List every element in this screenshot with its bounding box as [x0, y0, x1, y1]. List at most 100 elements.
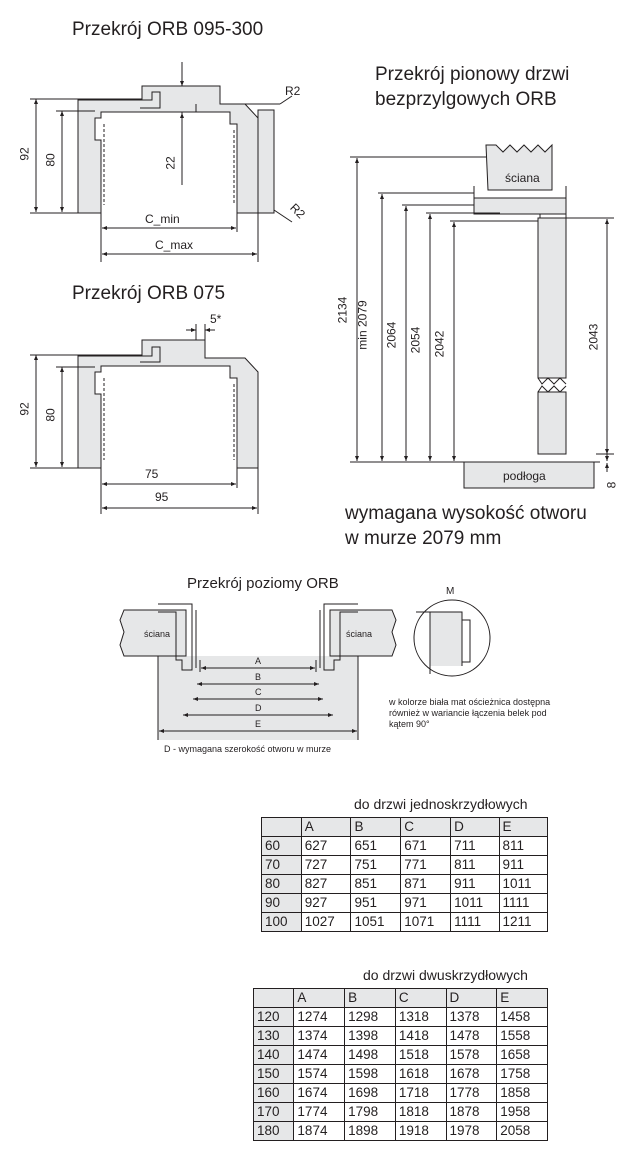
- table-cell: 1374: [293, 1026, 346, 1046]
- table-cell: 2058: [496, 1121, 548, 1141]
- orb075-dim-5: 5*: [210, 312, 222, 326]
- vertical-dim-2064: 2064: [384, 321, 399, 349]
- header-cell: B: [344, 988, 396, 1008]
- orb095-dim-22: 22: [163, 156, 178, 170]
- table-cell: 1678: [445, 1064, 498, 1084]
- table-cell: 911: [498, 855, 549, 875]
- double-table-caption: do drzwi dwuskrzydłowych: [363, 967, 528, 983]
- table-cell: 1874: [293, 1121, 346, 1141]
- table-cell: 1478: [445, 1026, 498, 1046]
- table-cell: 671: [400, 836, 452, 856]
- single-table-caption: do drzwi jednoskrzydłowych: [354, 796, 528, 812]
- table-cell: 927: [300, 893, 352, 913]
- row-label-cell: 90: [261, 893, 302, 913]
- table-cell: 1274: [293, 1007, 346, 1027]
- table-cell: 1658: [496, 1045, 548, 1065]
- vertical-dim-2054: 2054: [408, 326, 423, 354]
- row-label-cell: 180: [252, 1121, 295, 1141]
- table-cell: 1398: [344, 1026, 396, 1046]
- table-cell: 1758: [496, 1064, 548, 1084]
- vertical-dim-2043: 2043: [586, 323, 601, 351]
- horizontal-wall-left: ściana: [144, 629, 171, 639]
- row-label-cell: 150: [252, 1064, 295, 1084]
- header-cell: C: [394, 988, 447, 1008]
- table-cell: 951: [350, 893, 402, 913]
- table-cell: 1474: [293, 1045, 346, 1065]
- header-cell: E: [498, 817, 549, 837]
- orb095-cmin: C_min: [145, 212, 180, 226]
- vertical-wall-label: ściana: [505, 171, 540, 185]
- horizontal-title: Przekrój poziomy ORB: [187, 575, 339, 592]
- table-cell: 1011: [450, 893, 500, 913]
- table-cell: 1978: [445, 1121, 498, 1141]
- detail-label-m: M: [446, 586, 455, 597]
- orb075-dim-80: 80: [43, 408, 58, 422]
- table-cell: 1378: [445, 1007, 498, 1027]
- table-cell: 1598: [344, 1064, 396, 1084]
- horizontal-label-b: B: [255, 672, 262, 682]
- table-cell: 1918: [394, 1121, 447, 1141]
- row-label-cell: 170: [252, 1102, 295, 1122]
- header-cell: A: [293, 988, 346, 1008]
- table-cell: 1211: [498, 912, 549, 932]
- table-cell: 751: [350, 855, 402, 875]
- table-cell: 1798: [344, 1102, 396, 1122]
- table-cell: 827: [300, 874, 352, 894]
- table-cell: 651: [350, 836, 402, 856]
- table-cell: 1071: [400, 912, 452, 932]
- orb095-profile: [77, 85, 275, 214]
- table-cell: 811: [450, 855, 500, 875]
- orb095-dimensions: [30, 62, 293, 262]
- table-cell: 1418: [394, 1026, 447, 1046]
- vertical-dim-2042: 2042: [432, 330, 447, 358]
- table-cell: 811: [498, 836, 549, 856]
- table-cell: 1027: [300, 912, 352, 932]
- table-cell: 1111: [450, 912, 500, 932]
- vertical-title-line1: Przekrój pionowy drzwi: [375, 64, 570, 85]
- orb075-title: Przekrój ORB 075: [72, 283, 226, 304]
- vertical-dim-2079: min 2079: [355, 300, 370, 350]
- row-label-cell: 120: [252, 1007, 295, 1027]
- orb075-dim-95: 95: [155, 490, 169, 504]
- header-cell: [252, 988, 295, 1008]
- header-cell: E: [496, 988, 548, 1008]
- header-cell: D: [445, 988, 498, 1008]
- horizontal-label-c: C: [255, 687, 262, 697]
- table-cell: 1578: [445, 1045, 498, 1065]
- row-label-cell: 80: [261, 874, 302, 894]
- orb095-title: Przekrój ORB 095-300: [72, 19, 264, 40]
- orb095-dim-92: 92: [17, 147, 32, 161]
- orb075-dim-75: 75: [145, 467, 159, 481]
- table-cell: 971: [400, 893, 452, 913]
- row-label-cell: 140: [252, 1045, 295, 1065]
- horizontal-label-d: D: [255, 703, 262, 713]
- table-cell: 1618: [394, 1064, 447, 1084]
- table-cell: 1674: [293, 1083, 346, 1103]
- vertical-required-line2: w murze 2079 mm: [345, 528, 502, 549]
- orb075-profile: [77, 339, 259, 469]
- horizontal-section: [119, 599, 491, 740]
- table-cell: 1774: [293, 1102, 346, 1122]
- table-cell: 851: [350, 874, 402, 894]
- table-cell: 627: [300, 836, 352, 856]
- header-cell: [261, 817, 302, 837]
- orb095-dim-80: 80: [43, 153, 58, 167]
- table-cell: 1898: [344, 1121, 396, 1141]
- table-cell: 1518: [394, 1045, 447, 1065]
- row-label-cell: 160: [252, 1083, 295, 1103]
- row-label-cell: 60: [261, 836, 302, 856]
- header-cell: A: [300, 817, 352, 837]
- vertical-title-line2: bezprzylgowych ORB: [375, 89, 557, 110]
- table-cell: 1111: [498, 893, 549, 913]
- table-cell: 1318: [394, 1007, 447, 1027]
